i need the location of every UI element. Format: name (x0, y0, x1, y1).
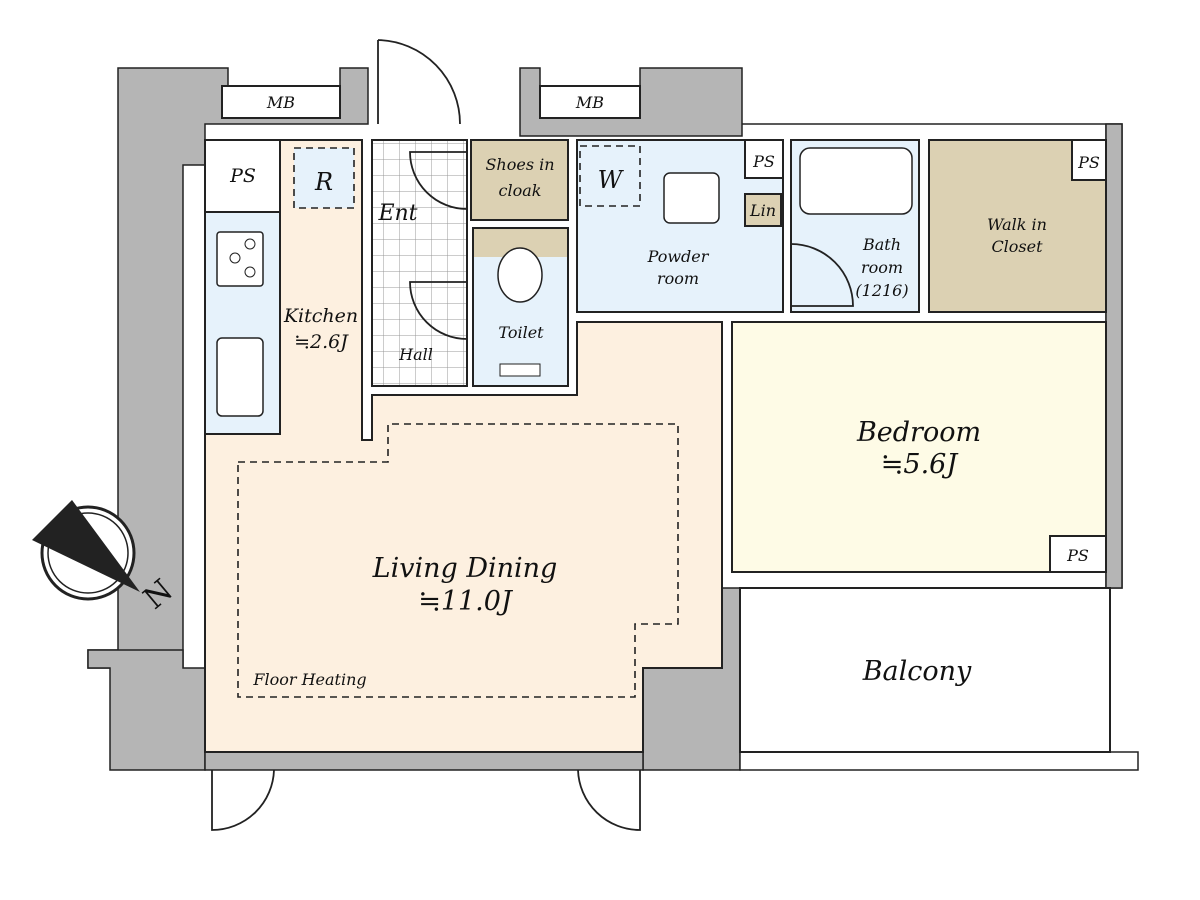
living-dining-room (204, 139, 723, 753)
fridge-space (293, 147, 355, 209)
sink-icon (216, 337, 264, 417)
compass-north-icon (32, 500, 140, 601)
door-icon (211, 769, 275, 831)
door-icon (577, 769, 641, 831)
door-icon (409, 151, 468, 210)
bedroom (731, 321, 1107, 573)
balcony-label: Balcony (862, 656, 972, 687)
ps-closet-label: PS (1077, 153, 1100, 172)
bathroom-label-2: room (861, 258, 903, 277)
ps-powder-label: PS (752, 152, 775, 171)
stove-icon (216, 231, 264, 287)
floor-heating-label: Floor Heating (252, 670, 366, 689)
washer-label: W (598, 166, 625, 194)
closet-label-1: Walk in (987, 215, 1047, 234)
door-icon (790, 243, 854, 307)
ps-closet (1071, 139, 1107, 181)
hall-label: Hall (398, 345, 433, 364)
toilet-label: Toilet (498, 323, 544, 342)
ps-bedroom-label: PS (1066, 546, 1089, 565)
kitchen-area: ≒2.6J (294, 331, 349, 353)
bedroom-area: ≒5.6J (881, 449, 960, 480)
floor-heating-area (237, 423, 679, 698)
mb-left (221, 85, 341, 119)
bathtub-icon (799, 147, 913, 215)
mb-right-label: MB (575, 93, 604, 112)
ps-kitchen-label: PS (229, 165, 256, 187)
ps-powder (744, 139, 784, 179)
shoes-cloak-label-1: Shoes in (485, 155, 554, 174)
mb-left-label: MB (266, 93, 295, 112)
bathroom-label-1: Bath (862, 235, 901, 254)
door-icon (409, 281, 468, 340)
entrance-hall (371, 139, 468, 387)
linen-label: Lin (749, 201, 776, 220)
ps-kitchen (204, 139, 281, 213)
mb-right (539, 85, 641, 119)
living-dining-label: Living Dining (372, 553, 558, 584)
balcony (739, 587, 1111, 753)
closet-label-2: Closet (991, 237, 1043, 256)
powder-room-label-2: room (657, 269, 699, 288)
shoes-cloak (470, 139, 569, 221)
shoes-cloak-label-2: cloak (499, 181, 542, 200)
entrance-door-icon (377, 39, 461, 125)
linen-closet (744, 193, 782, 227)
kitchen-label: Kitchen (283, 305, 358, 327)
fridge-label: R (314, 168, 333, 196)
living-dining-area: ≒11.0J (418, 586, 514, 617)
toilet-icon (497, 247, 543, 303)
washbasin-icon (663, 172, 720, 224)
bedroom-label: Bedroom (856, 417, 981, 448)
washer-space (579, 145, 641, 207)
ps-bedroom (1049, 535, 1107, 573)
entrance-label: Ent (377, 201, 417, 226)
bathroom-label-3: (1216) (855, 281, 908, 300)
powder-room-label-1: Powder (647, 247, 710, 266)
